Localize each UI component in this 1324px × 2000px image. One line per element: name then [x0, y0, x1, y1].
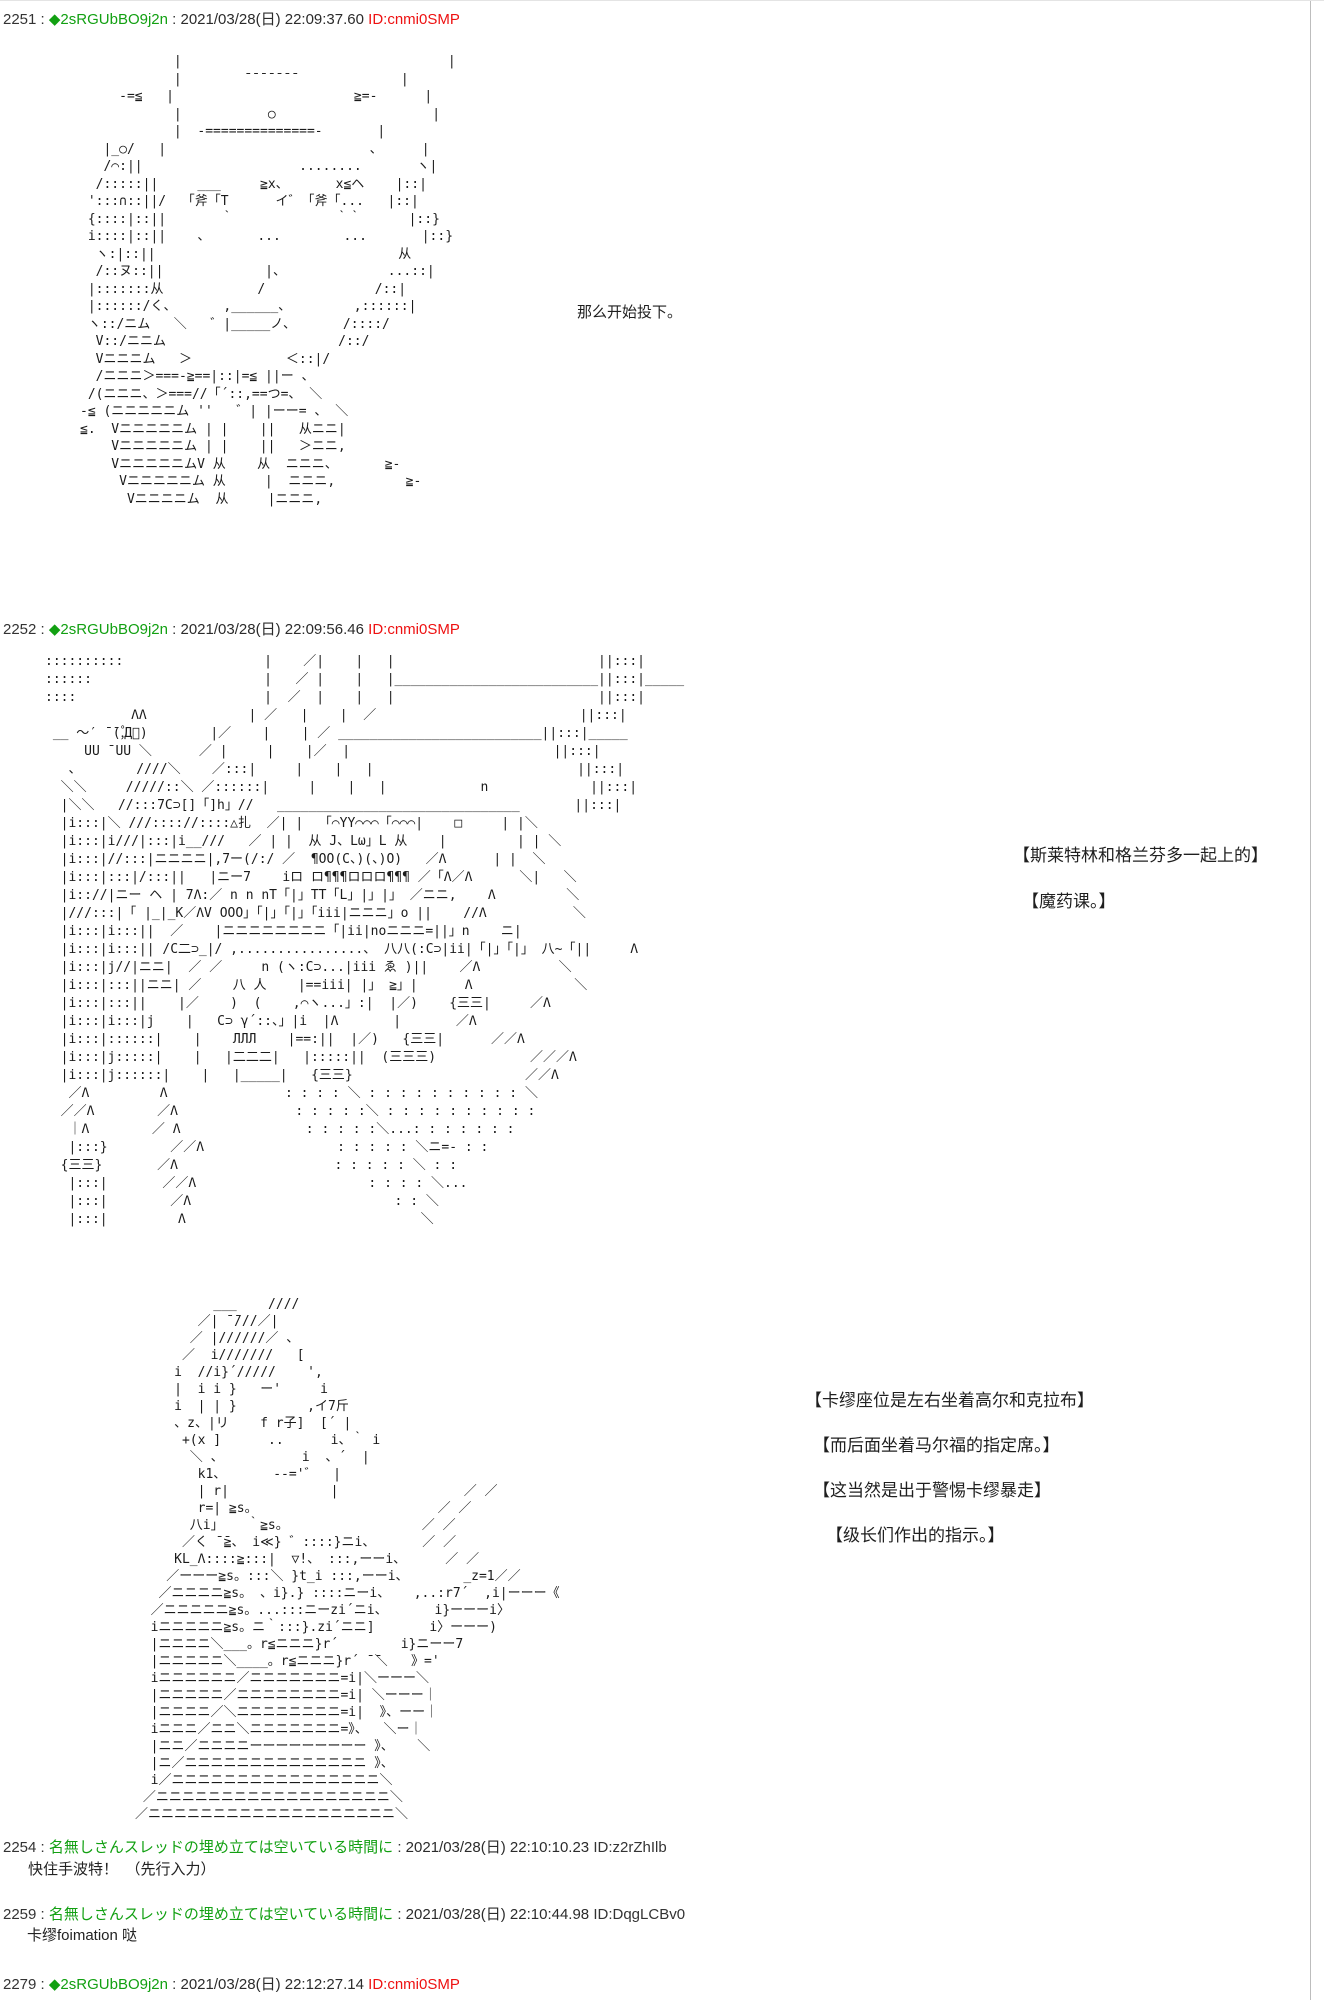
poster-id: ID:cnmi0SMP: [368, 11, 460, 28]
poster-id: ID:z2rZhIlb: [593, 1839, 667, 1856]
caption-slytherin-gryffindor: 【斯莱特林和格兰芬多一起上的】: [1013, 846, 1268, 865]
post-header-2254: 2254 : 名無しさんスレッドの埋め立ては空いている時間に : 2021/03…: [3, 1838, 667, 1857]
caption-malfoy-seat: 【而后面坐着马尔福的指定席。】: [813, 1436, 1060, 1455]
poster-name: ◆2sRGUbBO9j2n: [48, 621, 168, 638]
ascii-art-seated-figure: ___ //// ／| ̄ ̄///／| ／ |//////／ 、 ／ i///…: [135, 1297, 560, 1822]
separator: :: [36, 1976, 49, 1993]
caption-potions-class: 【魔药课。】: [1022, 892, 1116, 911]
poster-id: ID:cnmi0SMP: [368, 1976, 460, 1993]
post-number: 2259: [3, 1906, 37, 1923]
ascii-art-camus-face: | | | ̄ ̄ ̄ ̄ ̄ ̄ ̄ | -=≦ | ≧=- | | ○ | …: [80, 54, 456, 507]
separator: :: [167, 1976, 181, 1993]
post-number: 2254: [3, 1839, 37, 1856]
post-header-2279: 2279 : ◆2sRGUbBO9j2n : 2021/03/28(日) 22:…: [3, 1975, 460, 1994]
separator: :: [393, 1839, 406, 1856]
separator: :: [393, 1906, 406, 1923]
caption-prefects-order: 【级长们作出的指示。】: [826, 1526, 1005, 1545]
separator: :: [167, 11, 181, 28]
page-right-border: [1310, 1, 1311, 2000]
separator: :: [36, 1906, 49, 1923]
poster-name: 名無しさんスレッドの埋め立ては空いている時間に: [48, 1839, 394, 1856]
poster-id: ID:cnmi0SMP: [368, 621, 460, 638]
separator: :: [36, 11, 49, 28]
post-number: 2279: [3, 1976, 37, 1993]
post-number: 2251: [3, 11, 37, 28]
poster-id: ID:DqgLCBv0: [593, 1906, 686, 1923]
caption-seat-left-right: 【卡缪座位是左右坐着高尔和克拉布】: [805, 1391, 1094, 1410]
post-datetime: 2021/03/28(日) 22:10:44.98: [405, 1906, 590, 1923]
post-body-2259: 卡缪foimation 哒: [27, 1927, 138, 1944]
poster-name: ◆2sRGUbBO9j2n: [48, 11, 168, 28]
poster-name: 名無しさんスレッドの埋め立ては空いている時間に: [48, 1906, 394, 1923]
post-header-2259: 2259 : 名無しさんスレッドの埋め立ては空いている時間に : 2021/03…: [3, 1905, 685, 1924]
separator: :: [167, 621, 181, 638]
separator: :: [36, 621, 49, 638]
ascii-art-potions-classroom: :::::::::: | ／| | | ||:::| :::::: | ／ | …: [45, 654, 685, 1227]
post-number: 2252: [3, 621, 37, 638]
post-header-2252: 2252 : ◆2sRGUbBO9j2n : 2021/03/28(日) 22:…: [3, 620, 460, 639]
caption-wary-of-camus: 【这当然是出于警惕卡缪暴走】: [813, 1481, 1051, 1500]
post-datetime: 2021/03/28(日) 22:12:27.14: [180, 1976, 364, 1993]
post-body-2254: 快住手波特！ （先行入力）: [28, 1861, 216, 1878]
poster-name: ◆2sRGUbBO9j2n: [48, 1976, 168, 1993]
post-2251-dialog-text: 那么开始投下。: [577, 304, 683, 321]
post-datetime: 2021/03/28(日) 22:09:56.46: [180, 621, 364, 638]
post-datetime: 2021/03/28(日) 22:09:37.60: [180, 11, 364, 28]
post-datetime: 2021/03/28(日) 22:10:10.23: [405, 1839, 590, 1856]
separator: :: [36, 1839, 49, 1856]
post-header-2251: 2251 : ◆2sRGUbBO9j2n : 2021/03/28(日) 22:…: [3, 10, 460, 29]
